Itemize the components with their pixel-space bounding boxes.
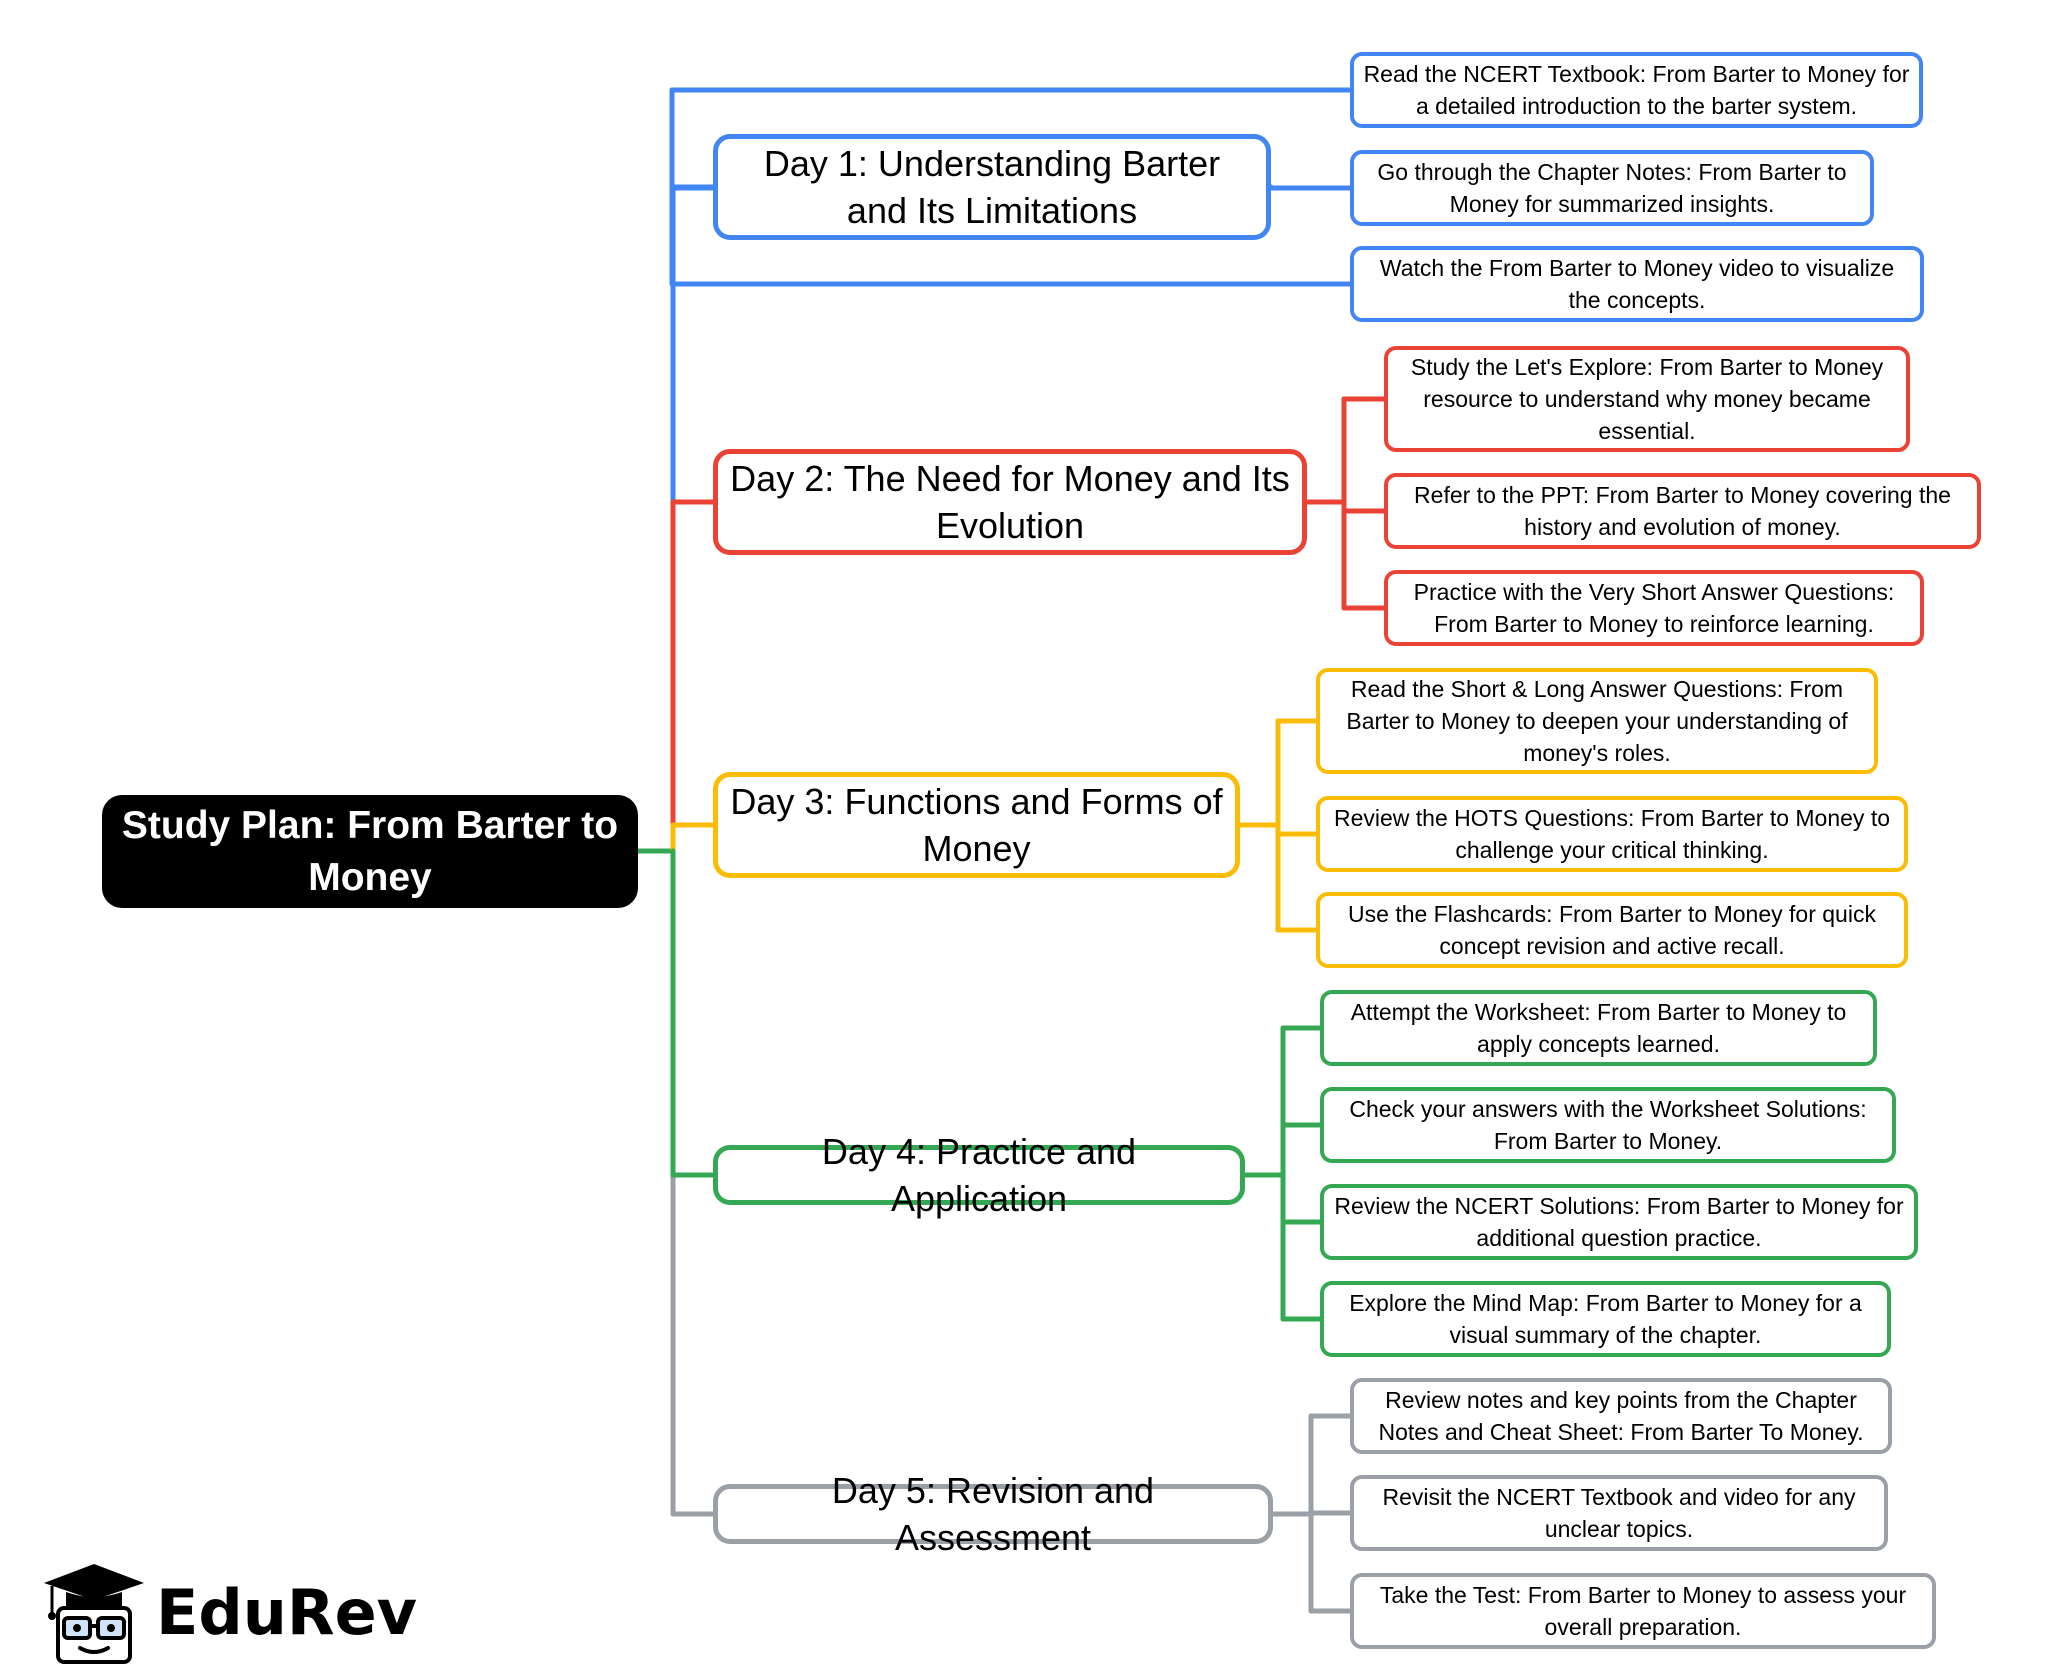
day-2-task-1-label: Study the Let's Explore: From Barter to … bbox=[1410, 354, 1884, 444]
day-5-topic-label: Day 5: Revision and Assessment bbox=[831, 1470, 1155, 1558]
edurev-logo bbox=[44, 1564, 144, 1664]
day-1-topic: Day 1: Understanding Barter and Its Limi… bbox=[713, 134, 1271, 240]
day-4-task-2-label: Check your answers with the Worksheet So… bbox=[1349, 1096, 1867, 1154]
day-1-task-1-label: Read the NCERT Textbook: From Barter to … bbox=[1363, 61, 1910, 119]
day-1-topic-label: Day 1: Understanding Barter and Its Limi… bbox=[763, 143, 1221, 231]
day-2-task-2-label: Refer to the PPT: From Barter to Money c… bbox=[1414, 482, 1951, 540]
day-5-task-2-label: Revisit the NCERT Textbook and video for… bbox=[1382, 1484, 1856, 1542]
day-5-task-1-label: Review notes and key points from the Cha… bbox=[1378, 1387, 1864, 1445]
day-2-task-1: Study the Let's Explore: From Barter to … bbox=[1384, 346, 1910, 452]
day-5-task-1: Review notes and key points from the Cha… bbox=[1350, 1378, 1892, 1454]
day-3-topic: Day 3: Functions and Forms of Money bbox=[713, 772, 1240, 878]
day-4-task-4: Explore the Mind Map: From Barter to Mon… bbox=[1320, 1281, 1891, 1357]
day-5-task-2: Revisit the NCERT Textbook and video for… bbox=[1350, 1475, 1888, 1551]
day-4-task-4-label: Explore the Mind Map: From Barter to Mon… bbox=[1349, 1290, 1862, 1348]
day-5-task-3: Take the Test: From Barter to Money to a… bbox=[1350, 1573, 1936, 1649]
root-topic: Study Plan: From Barter to Money bbox=[102, 795, 638, 908]
day-4-task-3-label: Review the NCERT Solutions: From Barter … bbox=[1334, 1193, 1904, 1251]
day-3-task-2-label: Review the HOTS Questions: From Barter t… bbox=[1333, 805, 1891, 863]
day-4-topic-label: Day 4: Practice and Application bbox=[821, 1131, 1137, 1219]
day-2-task-3: Practice with the Very Short Answer Ques… bbox=[1384, 570, 1924, 646]
day-4-task-1-label: Attempt the Worksheet: From Barter to Mo… bbox=[1350, 999, 1847, 1057]
day-5-topic: Day 5: Revision and Assessment bbox=[713, 1470, 1273, 1558]
day-3-task-2: Review the HOTS Questions: From Barter t… bbox=[1316, 796, 1908, 872]
day-2-topic-label: Day 2: The Need for Money and Its Evolut… bbox=[730, 458, 1290, 546]
root-topic-label: Study Plan: From Barter to Money bbox=[121, 803, 619, 899]
day-4-task-3: Review the NCERT Solutions: From Barter … bbox=[1320, 1184, 1918, 1260]
day-3-task-1: Read the Short & Long Answer Questions: … bbox=[1316, 668, 1878, 774]
day-3-topic-label: Day 3: Functions and Forms of Money bbox=[730, 781, 1223, 869]
day-4-task-2: Check your answers with the Worksheet So… bbox=[1320, 1087, 1896, 1163]
day-1-task-3-label: Watch the From Barter to Money video to … bbox=[1379, 255, 1895, 313]
edurev-logo-text: EduRev bbox=[156, 1576, 418, 1649]
day-3-task-1-label: Read the Short & Long Answer Questions: … bbox=[1346, 676, 1848, 766]
day-4-topic: Day 4: Practice and Application bbox=[713, 1131, 1245, 1219]
day-4-task-1: Attempt the Worksheet: From Barter to Mo… bbox=[1320, 990, 1877, 1066]
day-3-task-3-label: Use the Flashcards: From Barter to Money… bbox=[1348, 901, 1876, 959]
day-2-task-2: Refer to the PPT: From Barter to Money c… bbox=[1384, 473, 1981, 549]
day-5-task-3-label: Take the Test: From Barter to Money to a… bbox=[1379, 1582, 1907, 1640]
day-2-topic: Day 2: The Need for Money and Its Evolut… bbox=[713, 449, 1307, 555]
day-2-task-3-label: Practice with the Very Short Answer Ques… bbox=[1413, 579, 1895, 637]
day-1-task-2-label: Go through the Chapter Notes: From Barte… bbox=[1377, 159, 1847, 217]
graduation-cap-icon bbox=[44, 1564, 144, 1664]
day-1-task-2: Go through the Chapter Notes: From Barte… bbox=[1350, 150, 1874, 226]
day-1-task-1: Read the NCERT Textbook: From Barter to … bbox=[1350, 52, 1923, 128]
day-1-task-3: Watch the From Barter to Money video to … bbox=[1350, 246, 1924, 322]
day-3-task-3: Use the Flashcards: From Barter to Money… bbox=[1316, 892, 1908, 968]
